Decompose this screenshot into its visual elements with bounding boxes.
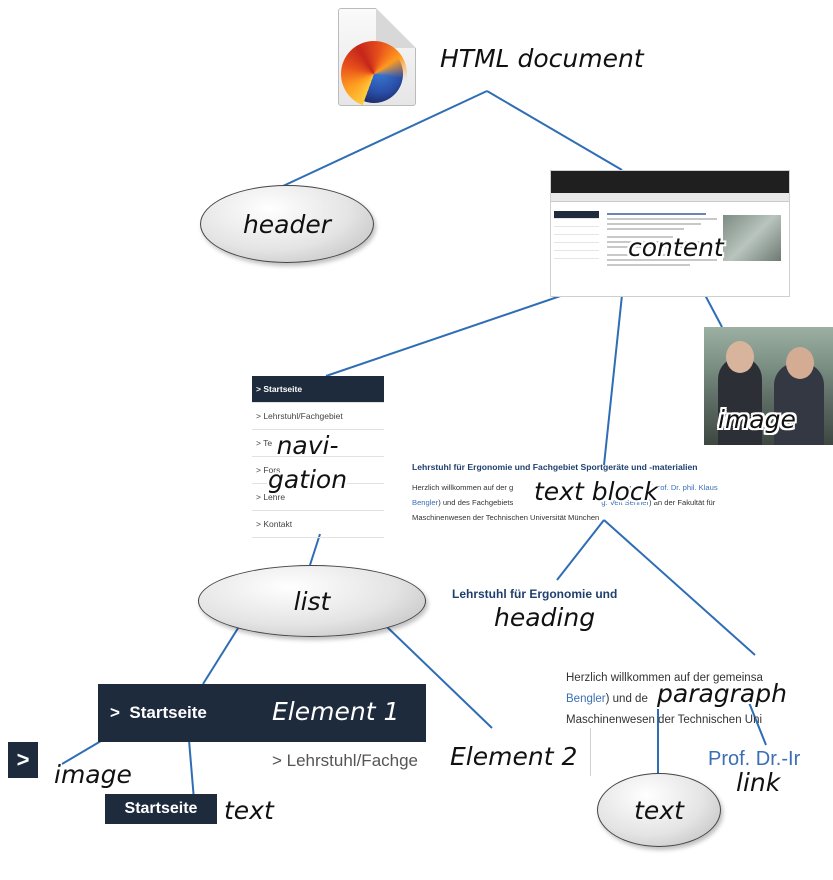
edge-content-navigation <box>325 289 579 377</box>
edge-content-image <box>704 294 723 328</box>
edge-paragraph-link <box>747 699 767 746</box>
nav-item-te[interactable]: > Te <box>252 430 384 457</box>
heading-example: Lehrstuhl für Ergonomie und <box>452 587 618 601</box>
two-men-photo <box>704 327 833 445</box>
text-block-heading: Lehrstuhl für Ergonomie und Fachgebiet S… <box>412 462 698 472</box>
edge-textblock-paragraph <box>603 519 756 656</box>
list-node: list <box>198 565 426 637</box>
nav-item-startseite[interactable]: > Startseite <box>252 376 384 403</box>
startseite-text-box: Startseite <box>105 794 217 824</box>
element-1-bar[interactable]: > Startseite <box>98 684 426 742</box>
edge-navigation-list <box>309 533 321 566</box>
edge-list-element2 <box>384 624 493 729</box>
nav-item-fors[interactable]: > Fors <box>252 457 384 484</box>
nav-item-kontakt[interactable]: > Kontakt <box>252 511 384 538</box>
nav-item-lehrstuhl[interactable]: > Lehrstuhl/Fachgebiet <box>252 403 384 430</box>
link-example[interactable]: Prof. Dr.-Ir <box>708 748 801 770</box>
paragraph-label: paragraph <box>657 679 787 708</box>
navigation-panel: > Startseite > Lehrstuhl/Fachgebiet > Te… <box>252 376 384 538</box>
text-node: text <box>597 773 721 847</box>
element-1-label: Element 1 <box>272 697 400 726</box>
mini-photo <box>723 215 781 261</box>
list-label: list <box>293 586 331 616</box>
edge-textblock-heading <box>556 519 605 581</box>
chevron-right-icon: > <box>8 742 38 778</box>
image-chevron-label: image <box>54 760 132 789</box>
text-block-link-2[interactable]: Bengler <box>412 498 439 507</box>
divider <box>590 728 591 776</box>
content-label: content <box>628 233 724 262</box>
header-label: header <box>242 209 332 239</box>
edge-root-header <box>282 90 488 187</box>
heading-label: heading <box>494 603 596 632</box>
text-block: Lehrstuhl für Ergonomie und Fachgebiet S… <box>412 462 828 525</box>
navigation-label: navi- gation <box>268 431 348 494</box>
firefox-fox-icon <box>341 41 407 107</box>
text-block-link-1[interactable]: Prof. Dr. phil. Klaus <box>652 483 718 492</box>
edge-root-content <box>486 90 623 171</box>
html-file-icon <box>338 8 416 107</box>
paragraph-link[interactable]: Bengler <box>566 693 606 705</box>
text-label: text <box>224 796 274 825</box>
text-block-link-3[interactable]: g. Veit Senner <box>601 498 650 507</box>
paragraph-example: Herzlich willkommen auf der gemeinsa Ben… <box>566 672 763 726</box>
element-2-text[interactable]: > Lehrstuhl/Fachge <box>272 751 419 770</box>
mini-text <box>607 213 717 269</box>
root-label: HTML document <box>440 44 644 73</box>
header-node: header <box>200 185 374 263</box>
text-node-label: text <box>634 795 684 825</box>
text-block-label: text block <box>534 477 659 506</box>
element-1-text: > Startseite <box>110 703 207 722</box>
content-screenshot <box>550 170 790 297</box>
edge-list-element1 <box>202 624 241 685</box>
image-label: image <box>718 405 796 434</box>
link-label: link <box>736 768 781 797</box>
mini-navigation <box>554 211 599 271</box>
edge-content-textblock <box>603 294 623 466</box>
nav-item-lehre[interactable]: > Lehre <box>252 484 384 511</box>
element-2-label: Element 2 <box>450 742 578 771</box>
